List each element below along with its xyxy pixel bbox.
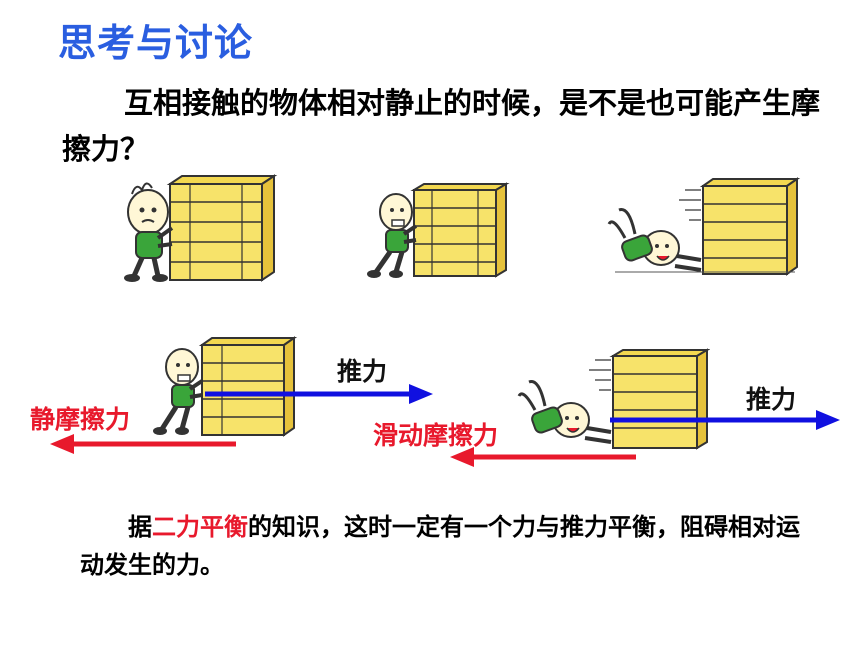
crate-icon: [699, 177, 801, 276]
scene-push-2: [367, 182, 510, 278]
person-icon: [124, 182, 174, 282]
person-icon: [517, 380, 612, 444]
crate-icon: [410, 182, 510, 278]
push-label-left: 推力: [337, 357, 388, 386]
conclusion-prefix: 据: [128, 513, 152, 541]
static-friction-arrow: [50, 434, 236, 454]
push-label-right: 推力: [746, 385, 797, 414]
slide-title: 思考与讨论: [58, 21, 254, 65]
scene-static-friction: [153, 336, 298, 437]
push-arrow-right: [610, 410, 840, 430]
conclusion-text: 据二力平衡的知识，这时一定有一个力与推力平衡，阻碍相对运动发生的力。: [80, 508, 810, 584]
conclusion-highlight: 二力平衡: [152, 513, 248, 541]
crate-icon: [609, 348, 710, 450]
person-icon: [607, 208, 795, 273]
crate-icon: [198, 336, 298, 437]
scene-slide-1: [607, 177, 801, 276]
static-friction-label: 静摩擦力: [30, 405, 131, 434]
crate-icon: [166, 174, 278, 282]
sliding-friction-label: 滑动摩擦力: [373, 421, 499, 450]
sliding-friction-arrow: [450, 447, 636, 467]
person-icon: [153, 348, 204, 435]
motion-lines-icon: [679, 189, 701, 221]
person-icon: [367, 193, 418, 278]
push-arrow-left: [205, 384, 433, 404]
conclusion-suffix: 的知识，这时一定有一个力与推力平衡，阻碍相对运动发生的力。: [80, 513, 800, 579]
scene-sliding-friction: [517, 348, 710, 450]
motion-lines-icon: [589, 359, 611, 391]
question-text: 互相接触的物体相对静止的时候，是不是也可能产生摩擦力？: [62, 86, 821, 166]
scene-push-1: [124, 174, 278, 282]
